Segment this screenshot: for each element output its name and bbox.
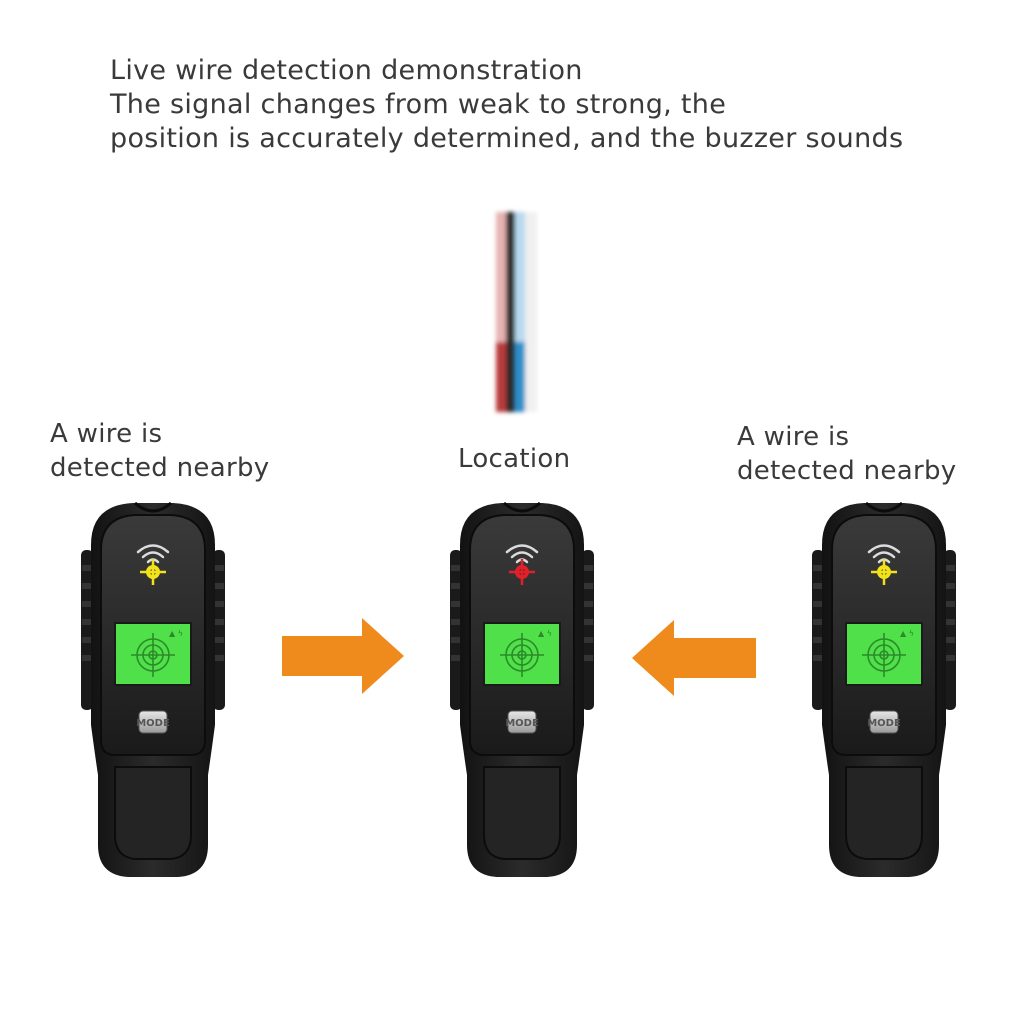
stud-detector-middle: MODE — [448, 501, 596, 879]
mode-button[interactable] — [507, 710, 537, 734]
mode-button-label: MODE — [505, 718, 539, 729]
right-label-line-1: A wire is — [737, 422, 850, 452]
heading-line-1: Live wire detection demonstration — [110, 55, 583, 86]
right-label-line-2: detected nearby — [737, 456, 957, 486]
heading-line-2: The signal changes from weak to strong, … — [110, 89, 727, 120]
left-device-label: A wire is detected nearby — [50, 417, 269, 485]
stud-detector-right: MODE — [810, 501, 958, 879]
mode-button-label: MODE — [867, 718, 901, 729]
wire-bundle-icon — [496, 212, 537, 412]
left-arrow-icon — [632, 620, 756, 696]
mode-button-label: MODE — [136, 718, 170, 729]
left-label-line-2: detected nearby — [50, 453, 270, 483]
mode-button[interactable] — [138, 710, 168, 734]
crosshair-target-icon — [140, 559, 166, 585]
mode-button[interactable] — [869, 710, 899, 734]
middle-device-label: Location — [458, 444, 571, 474]
crosshair-target-icon — [871, 559, 897, 585]
right-arrow-icon — [282, 618, 404, 694]
crosshair-target-icon — [509, 559, 535, 585]
stud-detector-left: MODE — [79, 501, 227, 879]
description-heading: Live wire detection demonstration The si… — [110, 54, 903, 156]
right-device-label: A wire is detected nearby — [737, 420, 956, 488]
left-label-line-1: A wire is — [50, 419, 163, 449]
heading-line-3: position is accurately determined, and t… — [110, 123, 904, 154]
